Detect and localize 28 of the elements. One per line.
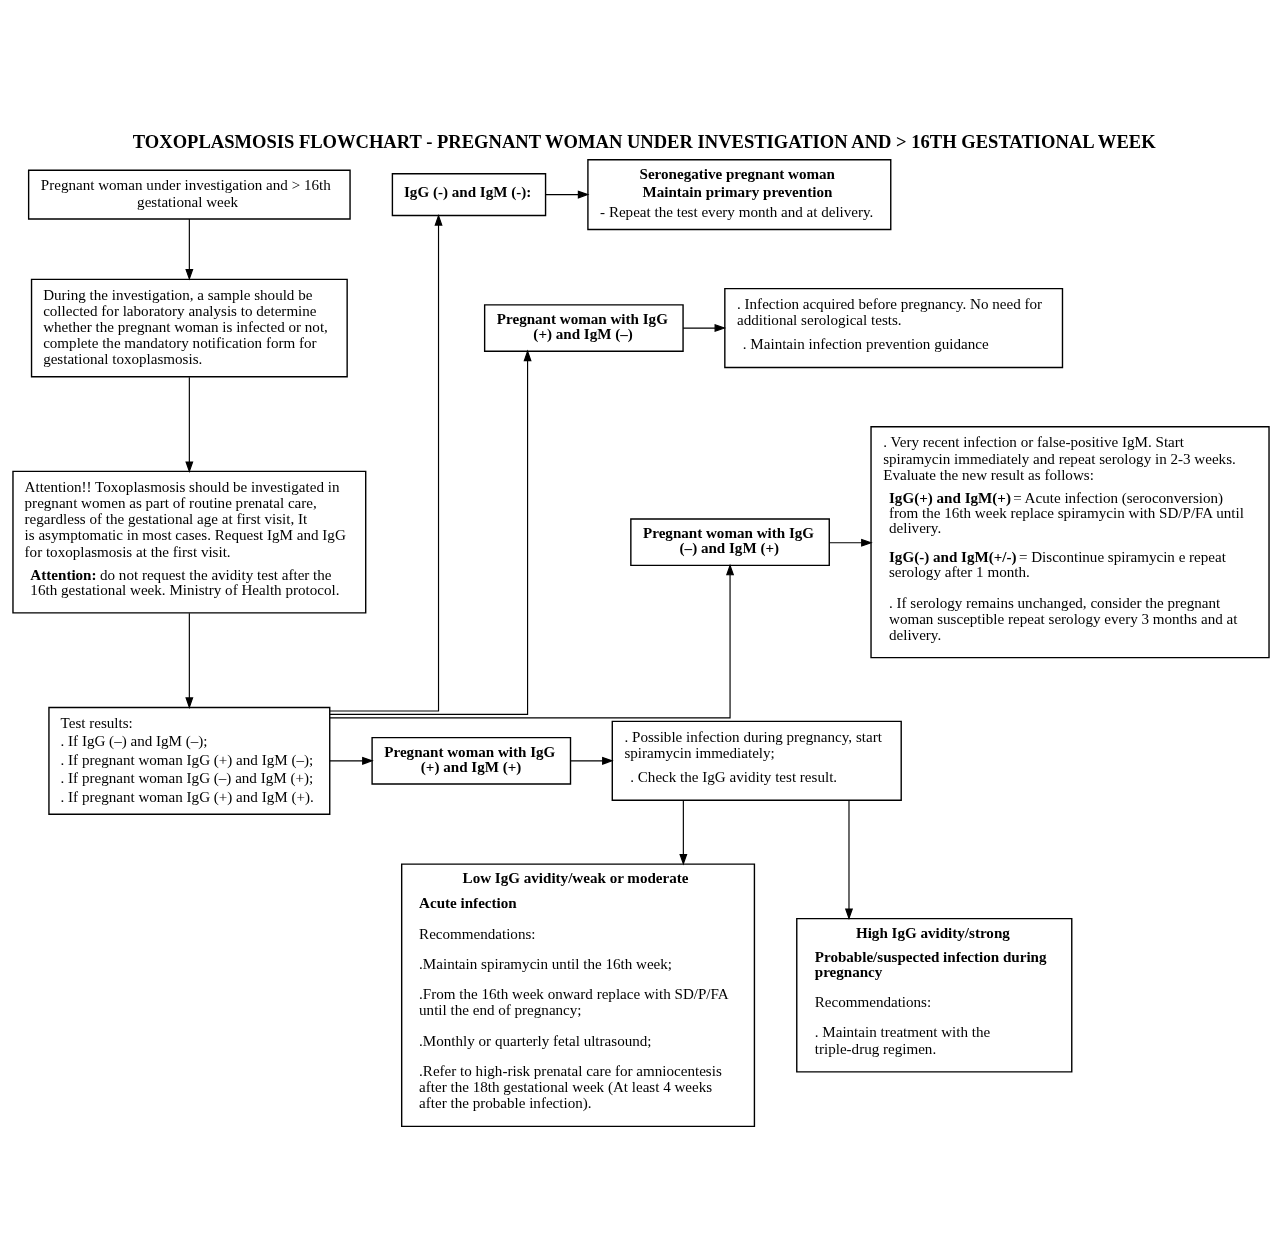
- node-box: . Possible infection during pregnancy, start spiramycin immediately; . Check the IgG avidity test result.: [611, 720, 902, 801]
- node-box: Seronegative pregnant woman Maintain primary prevention - Repeat the test every month and at delivery.: [587, 158, 892, 230]
- arrow: [329, 213, 443, 712]
- arrow: [679, 799, 688, 866]
- arrow: [329, 349, 532, 715]
- arrow: [828, 538, 873, 547]
- node-box: . Very recent infection or false-positive IgM. Start spiramycin immediately and repeat serology in 2-3 weeks. Evaluate the new result as follows: IgG(+) and IgM(+) = Acute infection (seroconversion) from the 16th week replace spiramycin with SD/P/FA until delivery. IgG(-) and IgM(+/-) = Discontinue spiramycin e repeat serology after 1 month. . If serology remains unchanged, consider the pregnant woman susceptible repeat serology every 3 months and at delivery.: [870, 425, 1270, 658]
- arrow: [329, 563, 735, 718]
- node-box: During the investigation, a sample should be collected for laboratory analysis to determine whether the pregnant woman is infected or not, complete the mandatory notification form for gestational toxoplasmosis.: [30, 278, 348, 377]
- node-box: Pregnant woman with IgG (+) and IgM (–): [483, 303, 684, 352]
- node-box: Test results: . If IgG (–) and IgM (–); . If pregnant woman IgG (+) and IgM (–); . If pregnant woman IgG (–) and IgM (+); . If pregnant woman IgG (+) and IgM (+).: [48, 706, 331, 815]
- arrow: [185, 376, 194, 473]
- arrow: [185, 612, 194, 709]
- arrow: [185, 218, 194, 281]
- node-box: Pregnant woman with IgG (+) and IgM (+): [371, 736, 572, 785]
- node-box: High IgG avidity/strong Probable/suspected infection during pregnancy Recommendations: . Maintain treatment with the triple-drug regimen.: [796, 917, 1073, 1072]
- node-box: Pregnant woman with IgG (–) and IgM (+): [630, 517, 830, 566]
- arrow: [545, 190, 590, 199]
- node-box: Attention!! Toxoplasmosis should be investigated in pregnant women as part of routine prenatal care, regardless of the gestational age at first visit, It is asymptomatic in most cases. Request IgM and IgG for toxoplasmosis at the first visit. Attention: do not request the avidity test after the 16th gestational week. Ministry of Health protocol.: [12, 470, 367, 614]
- arrow: [682, 323, 727, 332]
- node-box: IgG (-) and IgM (-):: [391, 172, 547, 216]
- node-box: . Infection acquired before pregnancy. No need for additional serological tests. . Maintain infection prevention guidance: [724, 287, 1064, 368]
- node-box: Low IgG avidity/weak or moderate Acute infection Recommendations: .Maintain spiramycin until the 16th week; .From the 16th week onward replace with SD/P/FA until the end of pregnancy; .Monthly or quarterly fetal ultrasound; .Refer to high-risk prenatal care for amniocentesis after the 18th gestational week (At least 4 weeks after the probable infection).: [401, 862, 756, 1127]
- arrow: [329, 756, 374, 765]
- arrow: [844, 799, 854, 920]
- arrow: [570, 756, 614, 765]
- diagram-title: TOXOPLASMOSIS FLOWCHART - PREGNANT WOMAN UNDER INVESTIGATION AND > 16TH GESTATIONAL WEEK: [132, 130, 1156, 152]
- node-box: Pregnant woman under investigation and > 16th gestational week: [27, 169, 351, 220]
